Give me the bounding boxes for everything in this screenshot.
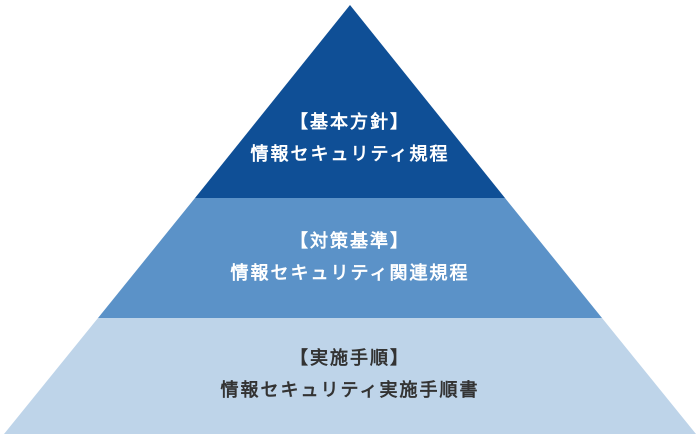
tier-top-shape [195, 5, 505, 198]
tier-middle-shape [98, 198, 602, 318]
tier-middle-text: 【対策基準】 情報セキュリティ関連規程 [0, 225, 700, 289]
tier-middle-description: 情報セキュリティ関連規程 [230, 263, 470, 283]
tier-bottom-shape [4, 318, 696, 434]
tier-bottom-label: 【実施手順】 [290, 348, 410, 368]
tier-bottom-text: 【実施手順】 情報セキュリティ実施手順書 [0, 342, 700, 406]
tier-middle-label: 【対策基準】 [290, 231, 410, 251]
tier-top-description: 情報セキュリティ規程 [250, 144, 450, 164]
tier-top-text: 【基本方針】 情報セキュリティ規程 [0, 106, 700, 170]
tier-bottom-description: 情報セキュリティ実施手順書 [220, 380, 480, 400]
tier-top-label: 【基本方針】 [290, 112, 410, 132]
